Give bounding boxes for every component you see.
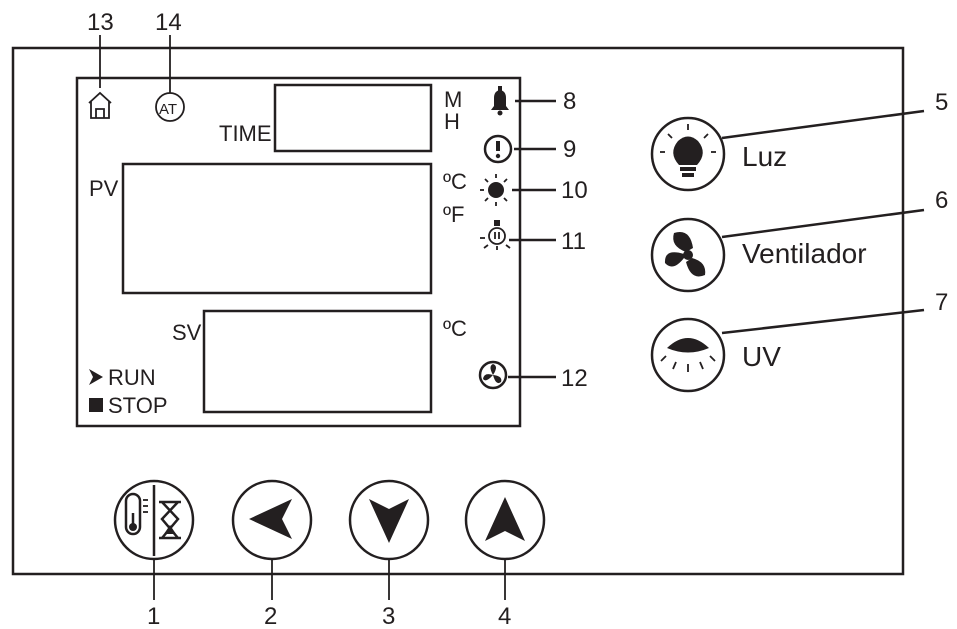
- pv-label: PV: [89, 176, 119, 201]
- pv-unit-f: ºF: [443, 202, 464, 227]
- auto-tune-icon: AT: [155, 92, 185, 122]
- time-unit-h: H: [444, 109, 460, 134]
- fan-icon: [664, 232, 706, 277]
- callout-10: 10: [561, 177, 588, 204]
- callout-12: 12: [561, 365, 588, 392]
- light-bulb-icon: [660, 124, 716, 177]
- thermometer-hourglass-icon: [124, 485, 181, 556]
- uv-label: UV: [742, 341, 781, 372]
- callout-3: 3: [382, 603, 395, 629]
- sv-unit-c: ºC: [443, 316, 467, 341]
- bell-icon: [491, 86, 509, 116]
- arrow-down-icon: [369, 499, 409, 543]
- uv-lamp-icon: [660, 338, 716, 372]
- stop-square-icon: [89, 398, 103, 412]
- sv-window: [202, 309, 433, 414]
- warning-icon: [483, 134, 513, 164]
- callout-14: 14: [155, 9, 182, 36]
- sun-icon: [480, 174, 508, 206]
- home-icon: [88, 91, 112, 119]
- arrow-left-icon: [249, 499, 292, 539]
- callout-8: 8: [563, 88, 576, 115]
- run-label: RUN: [108, 365, 156, 390]
- time-label: TIME: [219, 121, 272, 146]
- callout-9: 9: [563, 136, 576, 163]
- outer-panel: [11, 46, 905, 576]
- fan-label: Ventilador: [742, 238, 867, 269]
- callout-4: 4: [498, 603, 511, 629]
- display-area: [75, 76, 522, 428]
- at-label: AT: [159, 101, 177, 118]
- callout-5: 5: [935, 89, 948, 116]
- callout-2: 2: [264, 603, 277, 629]
- fan-button[interactable]: [650, 217, 726, 293]
- time-unit-m: M: [444, 87, 462, 112]
- uv-button[interactable]: [650, 317, 726, 393]
- stop-label: STOP: [108, 393, 168, 418]
- callout-13: 13: [87, 9, 114, 36]
- light-button[interactable]: [650, 116, 726, 192]
- temp-timer-button[interactable]: [113, 479, 195, 561]
- callout-7: 7: [935, 289, 948, 316]
- sv-label: SV: [172, 320, 202, 345]
- callout-6: 6: [935, 187, 948, 214]
- light-label: Luz: [742, 141, 787, 172]
- pv-window: [121, 162, 433, 295]
- left-button[interactable]: [231, 479, 313, 561]
- callout-11: 11: [561, 228, 586, 255]
- run-arrow-icon: [89, 369, 103, 385]
- pv-unit-c: ºC: [443, 169, 467, 194]
- lamp-icon: [480, 220, 511, 250]
- time-window: [273, 83, 433, 153]
- down-button[interactable]: [348, 479, 430, 561]
- arrow-up-icon: [485, 497, 525, 541]
- callout-1: 1: [147, 603, 160, 629]
- fan-icon: [478, 360, 508, 390]
- up-button[interactable]: [464, 479, 546, 561]
